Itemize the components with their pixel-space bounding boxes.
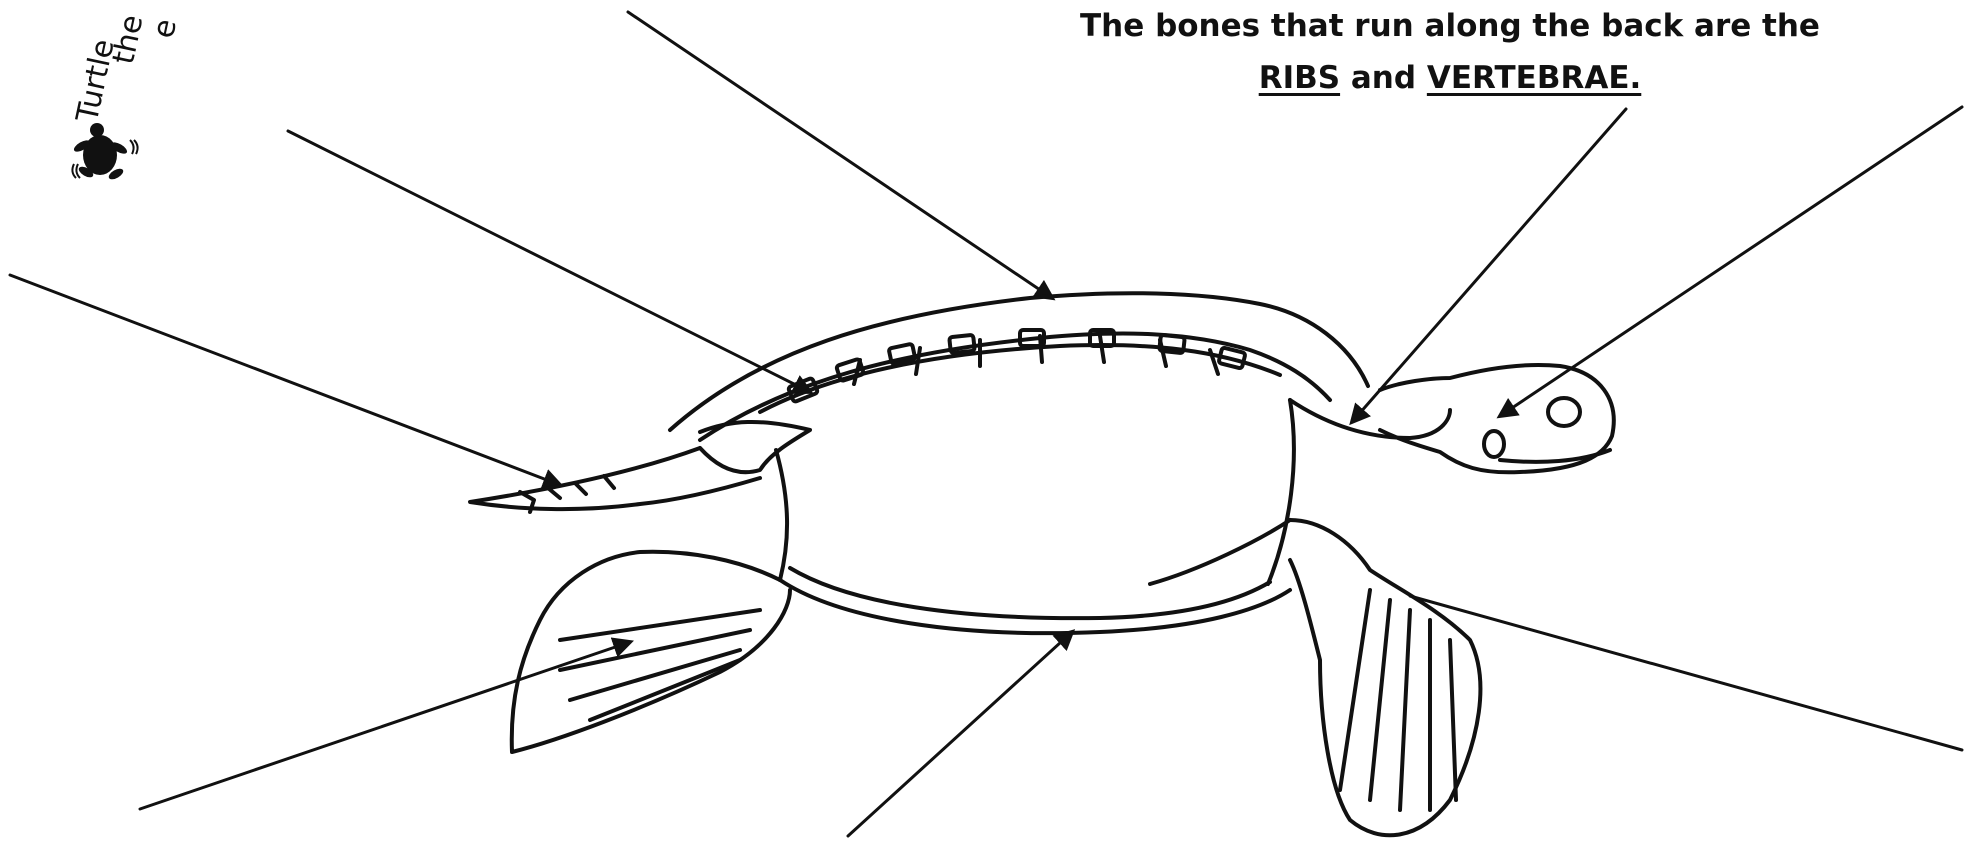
front-flipper-bones: [1340, 590, 1456, 810]
jaw-joint: [1484, 431, 1504, 457]
pelvis-left: [776, 450, 787, 580]
shoulder-girdle: [1268, 400, 1294, 584]
humerus: [1150, 520, 1290, 584]
plastron-lower: [780, 580, 1290, 633]
label-line-plastron: [848, 632, 1072, 836]
label-line-rear-flipper: [140, 642, 630, 809]
jaw: [1500, 450, 1610, 462]
label-line-carapace: [628, 12, 1052, 298]
neck: [1290, 400, 1450, 438]
spine: [760, 345, 1280, 412]
skeleton: [470, 293, 1614, 835]
turtle-icon: [72, 123, 137, 181]
tail: [470, 448, 760, 509]
label-lines: [10, 12, 1962, 836]
rear-flipper-bones: [560, 610, 760, 720]
label-line-vertebrae: [288, 131, 810, 392]
eye-socket: [1548, 398, 1580, 426]
label-line-front-flipper: [1410, 596, 1962, 750]
plastron-inner: [790, 568, 1270, 618]
carapace-outer: [670, 293, 1368, 430]
label-line-tail: [10, 275, 560, 485]
